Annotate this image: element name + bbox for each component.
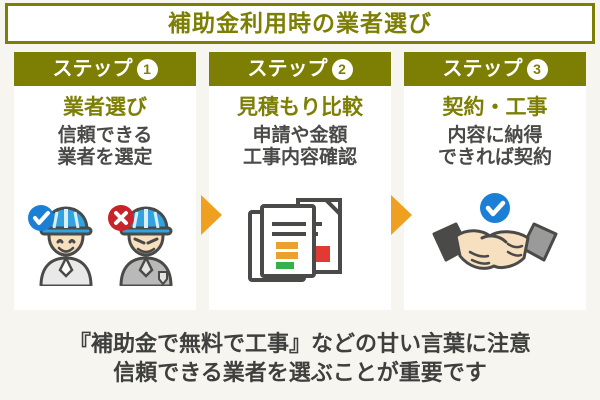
step-panel-1: ステップ 1 業者選び 信頼できる 業者を選定 (14, 52, 196, 310)
step-label-1: ステップ (52, 58, 133, 80)
documents-stack-icon (248, 197, 342, 282)
title-box: 補助金利用時の業者選び (5, 3, 595, 44)
step-art-1 (14, 170, 196, 310)
two-workers-check-cross-icon (28, 204, 173, 286)
arrow-step2-to-step3-icon (391, 195, 412, 235)
handshake-check-icon (432, 192, 558, 270)
page-title: 補助金利用時の業者選び (168, 10, 432, 36)
arrow-step1-to-step2-icon (201, 195, 222, 235)
step-label-3: ステップ (442, 58, 523, 80)
step-panel-2: ステップ 2 見積もり比較 申請や金額 工事内容確認 (209, 52, 391, 310)
step-art-2 (209, 170, 391, 310)
footer-line-2: 信頼できる業者を選ぶことが重要です (113, 360, 487, 385)
step-header-1: ステップ 1 (14, 52, 196, 86)
step-label-2: ステップ (247, 58, 328, 80)
step-subtitle-1-line2: 業者を選定 (57, 147, 153, 169)
step-title-1: 業者選び (63, 96, 147, 119)
step-title-2: 見積もり比較 (237, 96, 363, 119)
step-subtitle-1-line1: 信頼できる (57, 125, 153, 146)
step-subtitle-3-line2: できれば契約 (437, 147, 552, 169)
step-panel-3: ステップ 3 契約・工事 内容に納得 できれば契約 (404, 52, 586, 310)
step-subtitle-2-line1: 申請や金額 (252, 125, 348, 146)
footer-note: 『補助金で無料で工事』などの甘い言葉に注意 信頼できる業者を選ぶことが重要です (0, 316, 600, 400)
step-title-3: 契約・工事 (442, 96, 548, 119)
step-header-3: ステップ 3 (404, 52, 586, 86)
step-number-badge-1: 1 (136, 58, 158, 80)
step-subtitle-3-line1: 内容に納得 (447, 125, 543, 146)
step-art-3 (404, 170, 586, 310)
step-header-2: ステップ 2 (209, 52, 391, 86)
steps-row: ステップ 1 業者選び 信頼できる 業者を選定 (0, 52, 600, 310)
step-number-badge-2: 2 (331, 58, 353, 80)
step-number-badge-3: 3 (526, 58, 548, 80)
step-subtitle-2-line2: 工事内容確認 (242, 147, 357, 169)
footer-line-1: 『補助金で無料で工事』などの甘い言葉に注意 (68, 330, 531, 356)
